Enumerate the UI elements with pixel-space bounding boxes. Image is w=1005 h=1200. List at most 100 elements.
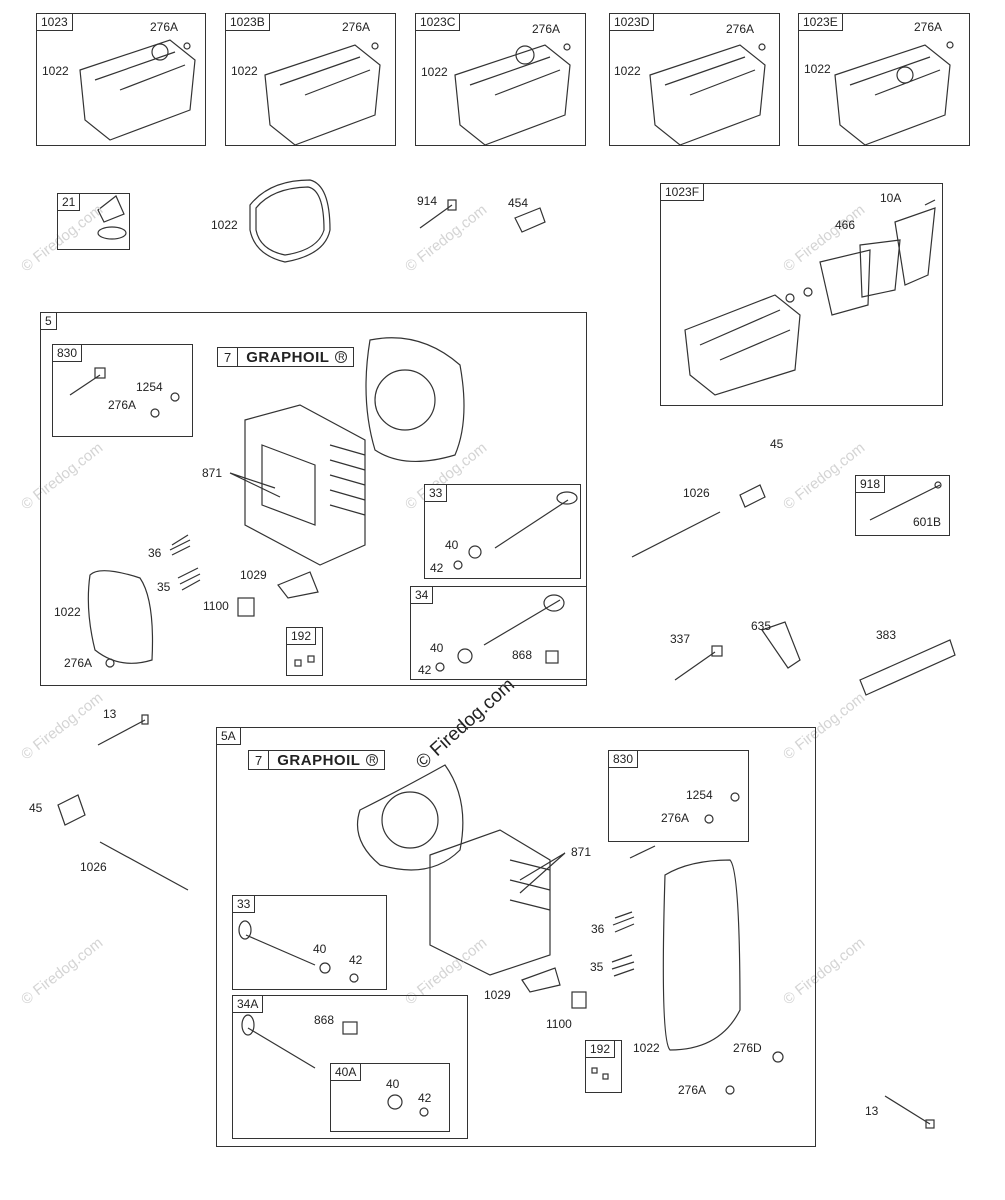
kit-box-34a: 34A [232, 995, 468, 1139]
part-label-35: 35 [590, 960, 604, 974]
part-label-40: 40 [445, 538, 459, 552]
part-label-40: 40 [386, 1077, 400, 1091]
kit-label-5a: 5A [217, 728, 241, 745]
part-label-1022: 1022 [614, 64, 641, 78]
part-label-1022: 1022 [633, 1041, 660, 1055]
kit-label-192: 192 [586, 1041, 616, 1058]
kit-label-1023e: 1023E [799, 14, 843, 31]
kit-box-192: 192 [585, 1040, 622, 1093]
valve-cover-1023E [834, 44, 951, 146]
kit-label-1023: 1023 [37, 14, 73, 31]
kit-box-1023f: 1023F [660, 183, 943, 406]
part-label-276a: 276A [64, 656, 93, 670]
part-label-635: 635 [751, 619, 772, 633]
part-label-276a: 276A [532, 22, 561, 36]
kit-box-1023: 1023 [36, 13, 206, 146]
valve-cover-1023 [79, 39, 196, 141]
part-label-466: 466 [835, 218, 856, 232]
part-label-337: 337 [670, 632, 691, 646]
part-label-1029: 1029 [484, 988, 511, 1002]
part-label-383: 383 [876, 628, 897, 642]
kit-label-1023b: 1023B [226, 14, 270, 31]
kit-box-33: 33 [424, 484, 581, 579]
part-label-1022: 1022 [211, 218, 238, 232]
kit-box-34: 34 [410, 586, 587, 680]
graphoil-name: GRAPHOIL [246, 348, 330, 366]
kit-box-5: 5 [40, 312, 587, 686]
kit-box-830: 830 [608, 750, 749, 842]
part-label-871: 871 [571, 845, 592, 859]
valve-cover-1023B [264, 44, 381, 146]
part-label-276a: 276A [661, 811, 690, 825]
kit-label-33: 33 [425, 485, 448, 502]
kit-label-1023f: 1023F [661, 184, 705, 201]
part-label-276a: 276A [726, 22, 755, 36]
part-label-276a: 276A [150, 20, 179, 34]
part-label-871: 871 [202, 466, 223, 480]
part-label-454: 454 [508, 196, 529, 210]
part-label-42: 42 [418, 663, 432, 677]
part-label-1029: 1029 [240, 568, 267, 582]
kit-label-40a: 40A [331, 1064, 362, 1081]
part-label-10a: 10A [880, 191, 902, 205]
part-label-1026: 1026 [80, 860, 107, 874]
kit-box-1023b: 1023B [225, 13, 396, 146]
kit-label-34a: 34A [233, 996, 264, 1013]
kit-label-34: 34 [411, 587, 434, 604]
kit-box-33: 33 [232, 895, 387, 990]
graphoil-label: 7 GRAPHOIL R [217, 347, 355, 367]
kit-label-830: 830 [53, 345, 83, 362]
kit-box-5a: 5A [216, 727, 816, 1147]
kit-label-5: 5 [41, 313, 57, 330]
part-label-914: 914 [417, 194, 438, 208]
kit-box-192: 192 [286, 627, 323, 676]
kit-box-21: 21 [57, 193, 130, 250]
part-label-276a: 276A [678, 1083, 707, 1097]
graphoil-number: 7 [218, 348, 239, 366]
part-label-1100: 1100 [203, 599, 229, 613]
part-label-1022: 1022 [421, 65, 448, 79]
part-label-42: 42 [430, 561, 444, 575]
part-label-1022: 1022 [804, 62, 831, 76]
part-label-868: 868 [314, 1013, 335, 1027]
part-label-45: 45 [770, 437, 784, 451]
part-label-13: 13 [103, 707, 117, 721]
part-label-42: 42 [418, 1091, 432, 1105]
kit-box-918: 918 [855, 475, 950, 536]
kit-box-40a: 40A [330, 1063, 450, 1132]
part-label-868: 868 [512, 648, 533, 662]
graphoil-number: 7 [249, 751, 270, 769]
registered-mark: R [335, 351, 348, 363]
kit-label-192: 192 [287, 628, 317, 645]
kit-box-1023e: 1023E [798, 13, 970, 146]
part-label-1254: 1254 [686, 788, 713, 802]
part-label-40: 40 [313, 942, 327, 956]
part-label-276a: 276A [342, 20, 371, 34]
part-label-601b: 601B [913, 515, 942, 529]
part-label-1100: 1100 [546, 1017, 572, 1031]
part-label-13: 13 [865, 1104, 879, 1118]
part-label-1022: 1022 [54, 605, 81, 619]
graphoil-label: 7 GRAPHOIL R [248, 750, 386, 770]
part-label-1022: 1022 [42, 64, 69, 78]
valve-cover-1023C [454, 44, 571, 146]
kit-label-1023d: 1023D [610, 14, 655, 31]
part-label-42: 42 [349, 953, 363, 967]
part-label-276a: 276A [914, 20, 943, 34]
kit-label-918: 918 [856, 476, 886, 493]
kit-box-1023d: 1023D [609, 13, 780, 146]
valve-cover-1023D [649, 44, 766, 146]
part-label-40: 40 [430, 641, 444, 655]
part-label-1254: 1254 [136, 380, 163, 394]
kit-label-21: 21 [58, 194, 81, 211]
kit-label-33: 33 [233, 896, 256, 913]
registered-mark: R [366, 754, 379, 766]
part-label-1022: 1022 [231, 64, 258, 78]
kit-box-830: 830 [52, 344, 193, 437]
graphoil-name: GRAPHOIL [277, 751, 361, 769]
part-label-276d: 276D [733, 1041, 762, 1055]
part-label-35: 35 [157, 580, 171, 594]
kit-label-830: 830 [609, 751, 639, 768]
kit-box-1023c: 1023C [415, 13, 586, 146]
